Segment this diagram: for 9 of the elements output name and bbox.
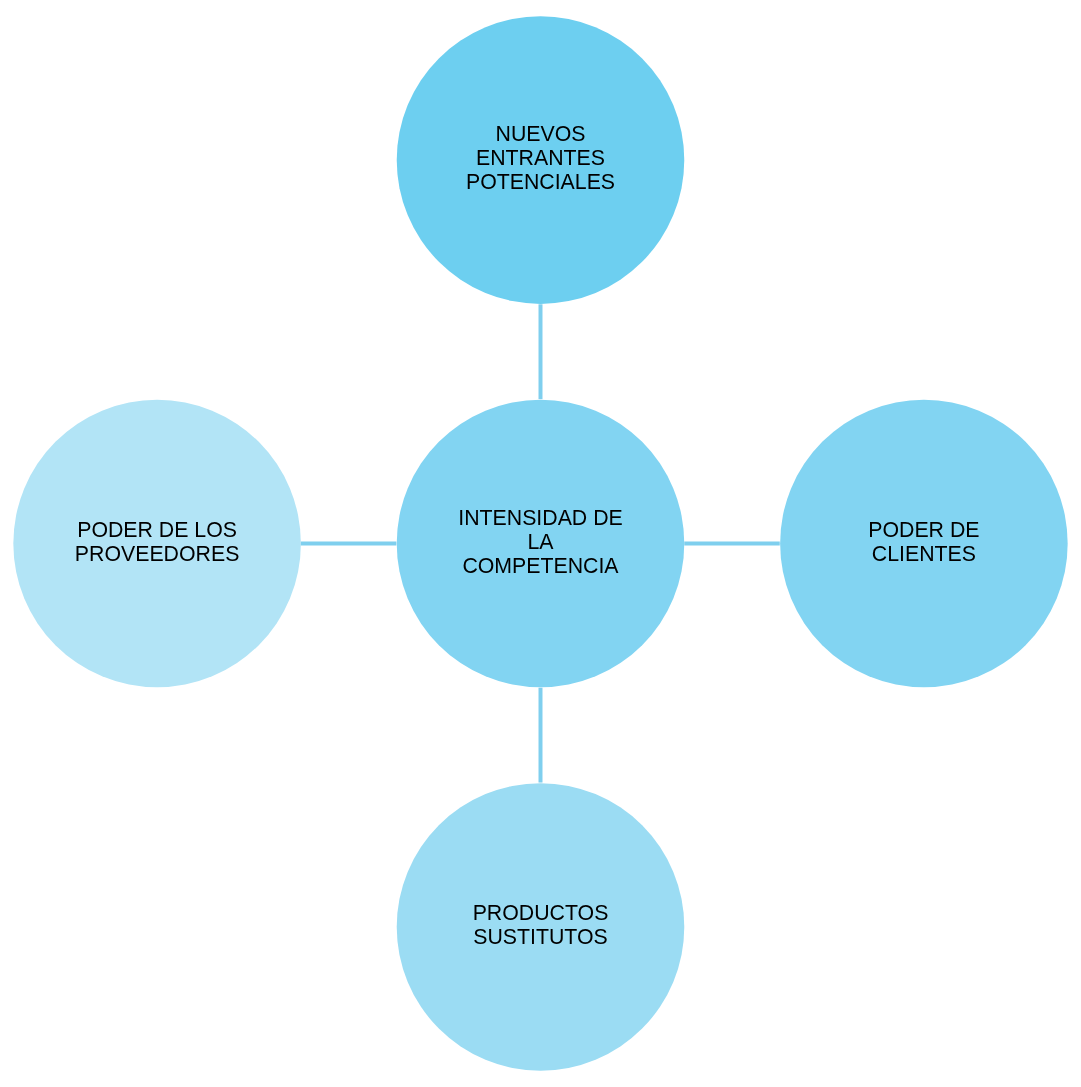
node-circle: PRODUCTOS SUSTITUTOS <box>396 783 685 1071</box>
node-circle: PODER DE CLIENTES <box>780 399 1068 688</box>
connector <box>300 541 397 546</box>
connector <box>684 541 780 546</box>
connector <box>538 687 543 783</box>
node-circle: PODER DE LOS PROVEEDORES <box>13 399 301 688</box>
node-circle: NUEVOS ENTRANTES POTENCIALES <box>396 16 685 304</box>
node-circle: INTENSIDAD DE LA COMPETENCIA <box>396 399 685 688</box>
connector <box>538 304 543 400</box>
